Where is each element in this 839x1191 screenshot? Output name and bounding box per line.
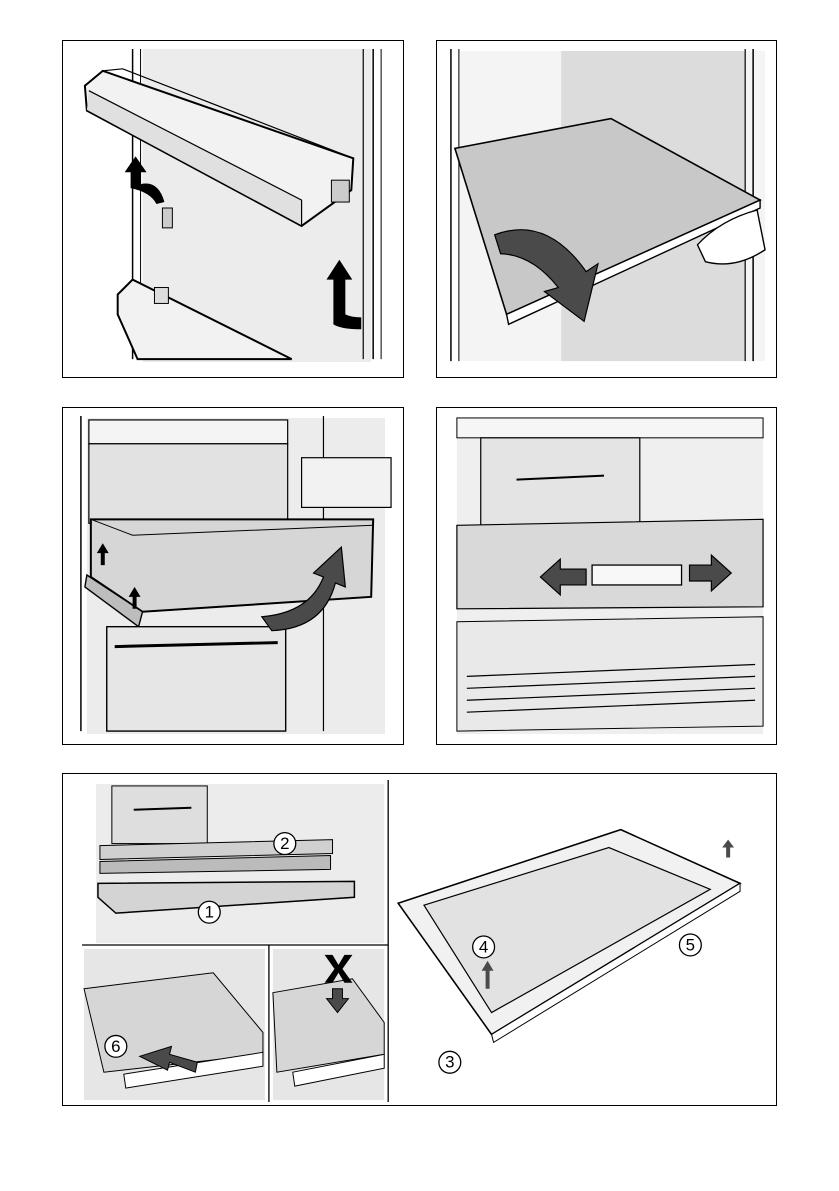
shelf-disassembly-illustration: 1 2 3 4 5 6 [63,774,776,1105]
panel-shelf-disassembly: 1 2 3 4 5 6 [62,773,777,1106]
svg-text:1: 1 [205,903,214,922]
panel-door-shelf-removal [62,40,404,378]
drawer-illustration [63,408,403,744]
svg-text:5: 5 [686,935,695,954]
svg-text:4: 4 [479,937,488,956]
svg-text:2: 2 [280,834,289,853]
glass-shelf-illustration [437,41,776,377]
step-label-1: 1 [198,901,220,923]
panel-slider-adjustment [436,407,777,745]
svg-text:3: 3 [445,1053,454,1072]
door-shelf-illustration [63,41,403,377]
panel-glass-shelf-removal [436,40,777,378]
slider-illustration [437,408,776,744]
svg-text:6: 6 [111,1037,120,1056]
up-arrow-icon [722,840,734,858]
panel-drawer-removal [62,407,404,745]
step-label-4: 4 [473,936,495,958]
step-label-6: 6 [105,1035,127,1057]
step-label-2: 2 [274,833,296,855]
step-label-3: 3 [439,1051,461,1073]
step-label-5: 5 [679,934,701,956]
